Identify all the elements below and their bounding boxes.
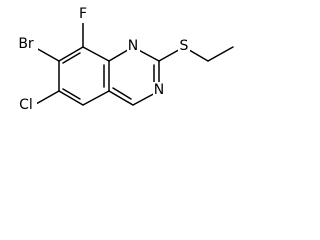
bond-ch2-ch3 (207, 46, 234, 62)
label-bg-chloro (15, 97, 37, 114)
label-bg-fluoro (77, 6, 89, 23)
bond-c6-c5 (58, 90, 84, 106)
atom-nitrogen-3: N (154, 82, 164, 98)
molecule-structure: F Br Cl N N S (14, 6, 234, 114)
bond-c7-br (35, 47, 60, 62)
bond-c4-c4a-inner (112, 87, 132, 100)
bond-c8-c7-inner (62, 52, 81, 64)
atom-bromo: Br (18, 36, 34, 52)
bond-c6-c5-inner (62, 88, 81, 100)
bond-c6-cl (35, 90, 60, 105)
bond-c5-c4a (82, 90, 110, 106)
atom-nitrogen-1: N (128, 38, 138, 54)
bond-c4-c4a (108, 90, 134, 106)
atom-sulfur: S (180, 38, 189, 54)
label-bg-sulfur (178, 38, 190, 55)
atom-chloro: Cl (19, 97, 33, 113)
label-bg-bromo (14, 36, 38, 53)
label-bg-nitrogen-3 (153, 82, 166, 99)
bond-c8a-c8 (82, 46, 110, 62)
atom-fluoro: F (79, 6, 87, 22)
bond-c8-c7 (58, 46, 84, 62)
label-bg-nitrogen-1 (127, 38, 140, 55)
